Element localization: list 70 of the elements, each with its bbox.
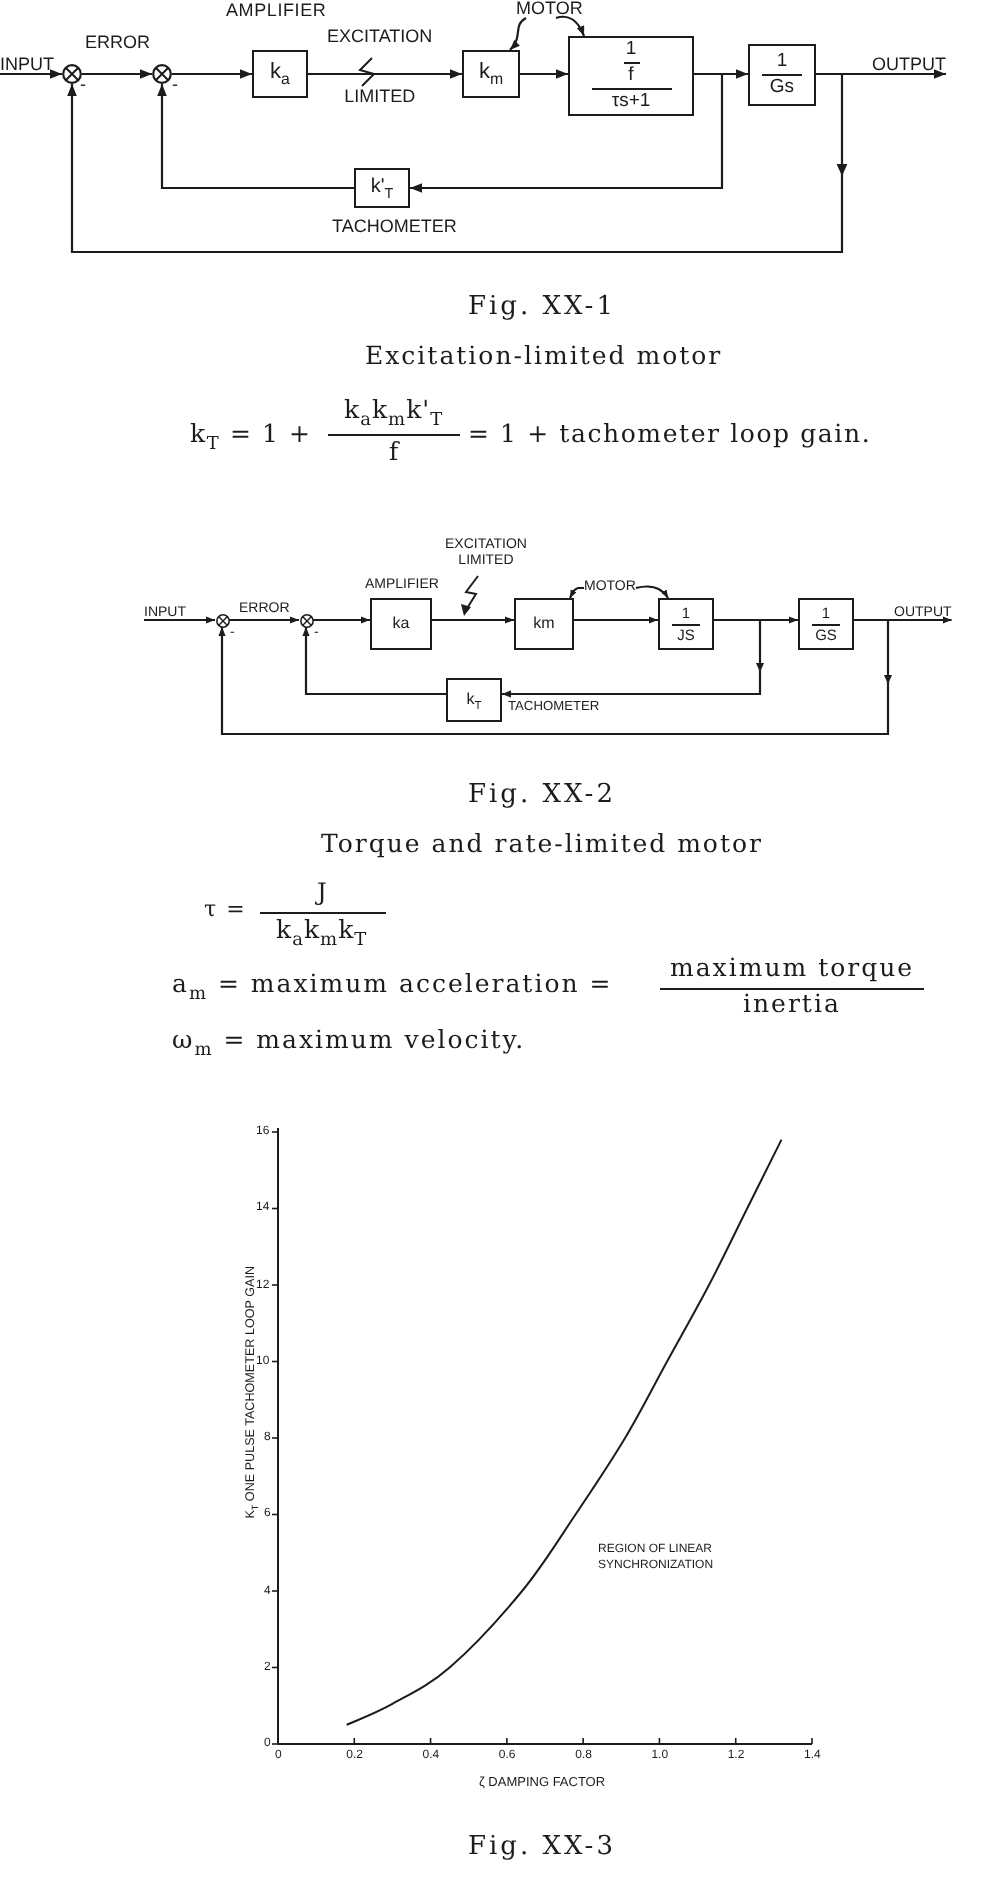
feedback-arrow [218,618,893,736]
block-caption: AMPLIFIER [226,2,327,20]
block-label: k$_{a}$ [270,62,290,86]
figure-number: Fig. XX-2 [468,782,616,808]
block-label: Gs [769,78,795,98]
feedback-arrow [157,84,354,190]
figure-caption: Excitation-limited motor [365,344,723,369]
figure-number: Fig. XX-1 [468,294,616,320]
block-label: ka [392,615,410,633]
signal-arrow [313,616,370,624]
transfer-block [252,50,308,98]
equation-text: = 1 + tachometer loop gain. [468,422,872,447]
block-label: f [628,66,634,86]
transfer-block [568,36,694,116]
signal-label: INPUT [0,56,54,74]
block-label: 1 [625,40,637,61]
equation-text: ω$_{m}$ = maximum velocity. [172,1028,526,1053]
equation-text: f [389,440,399,465]
callout-label: MOTOR [516,0,583,18]
block-caption: TACHOMETER [332,218,457,236]
transfer-block [748,44,816,106]
transfer-block [354,168,410,208]
equation-text: a$_{m}$ = maximum acceleration = [172,972,613,997]
sign-label: - [172,76,178,94]
signal-arrow [520,69,568,79]
summing-junction [152,64,172,84]
summing-junction [62,64,82,84]
block-label: k$_{T}$ [466,691,482,709]
transfer-block [798,598,854,650]
block-label: k$_{m}$ [478,62,504,86]
block-label: τs+1 [611,91,651,112]
edge-label: ERROR [85,34,151,52]
summing-junction [299,613,313,627]
transfer-block [446,678,502,722]
leader-arrow [555,15,585,37]
signal-arrow [0,69,62,79]
equation-text: τ = [204,898,247,920]
equation-text: k$_{a}$k$_{m}$k'$_{T}$ [344,398,444,423]
signal-arrow [229,616,299,624]
transfer-block [370,598,432,650]
leader-arrow [635,585,669,599]
block-label: k'$_{T}$ [370,177,394,199]
leader-arrow [509,17,527,51]
signal-arrow [172,69,252,79]
block-label: 1 [776,52,788,72]
equation-text: k$_{T}$ = 1 + [190,422,312,447]
feedback-arrow [302,627,446,696]
equation-text: J [317,880,327,904]
transfer-block [462,50,520,98]
signal-arrow [308,57,462,87]
summing-junction [215,613,229,627]
feedback-arrow [410,72,724,193]
signal-arrow [432,616,514,624]
signal-arrow [82,69,152,79]
signal-arrow [144,616,215,624]
edge-label: EXCITATION LIMITED [327,24,433,110]
equation-text: maximum torque [670,956,915,981]
sign-label: - [80,76,86,94]
signal-arrow [574,616,658,624]
signal-label: OUTPUT [872,56,946,74]
feedback-arrow [67,72,848,254]
transfer-block [514,598,574,650]
equation-text: inertia [743,992,841,1017]
leader-arrow [569,586,584,599]
figure-number: Fig. XX-3 [468,1834,616,1860]
block-label: km [533,615,555,633]
figure-caption: Torque and rate-limited motor [321,832,763,857]
feedback-arrow [502,618,765,698]
transfer-block [658,598,714,650]
equation-text: k$_{a}$k$_{m}$k$_{T}$ [276,918,368,943]
